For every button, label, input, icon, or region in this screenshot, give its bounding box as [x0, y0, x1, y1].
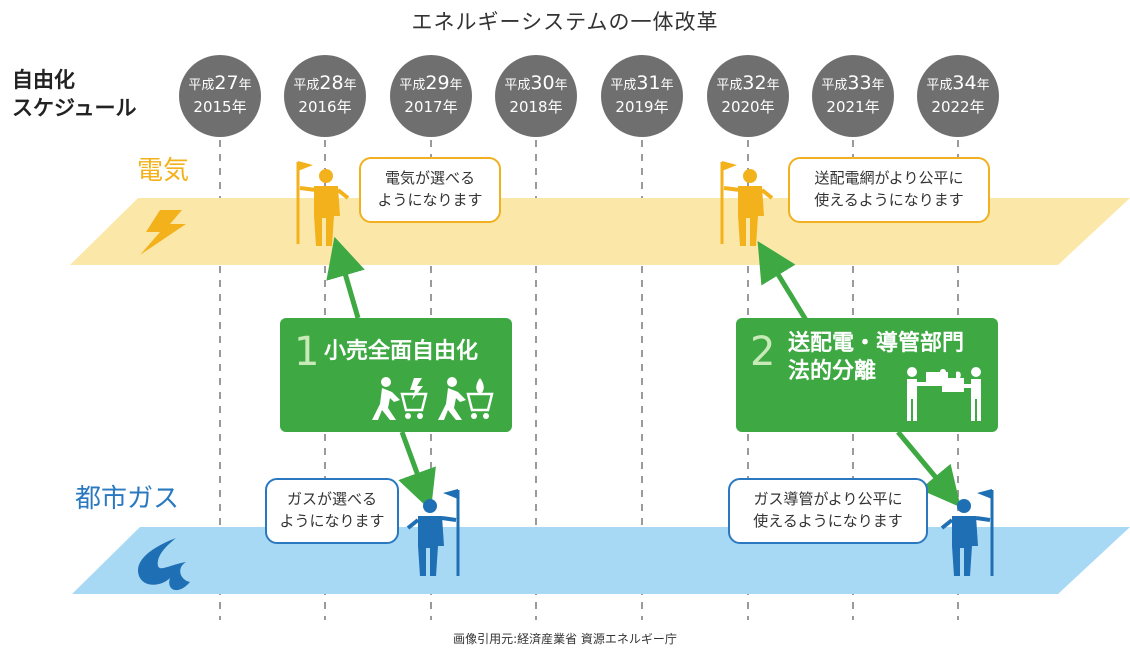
source-credit: 画像引用元:経済産業省 資源エネルギー庁: [453, 632, 677, 646]
bubble-gas-pipeline: ガス導管がより公平に 使えるようになります: [728, 478, 928, 544]
lightning-icon: [140, 210, 186, 255]
year-circle-2017: 平成29年 2017年: [390, 55, 472, 137]
bubble-electricity-grid: 送配電網がより公平に 使えるようになります: [788, 157, 990, 223]
diagram-title: エネルギーシステムの一体改革: [411, 10, 719, 34]
bubble-electricity-choice: 電気が選べる ようになります: [359, 157, 501, 223]
schedule-label: 自由化 スケジュール: [12, 68, 137, 120]
gas-label: 都市ガス: [75, 484, 180, 514]
bubble-gas-choice: ガスが選べる ようになります: [265, 478, 399, 544]
step-2-title-line1: 送配電・導管部門: [788, 331, 965, 356]
year-circle-2015: 平成27年 2015年: [179, 55, 261, 137]
year-circle-2021: 平成33年 2021年: [812, 55, 894, 137]
step-2-title-line2: 法的分離: [788, 359, 877, 384]
step-2-number: 2: [750, 329, 776, 375]
shopping-cart-icon: [372, 377, 494, 420]
year-circle-2022: 平成34年 2022年: [917, 55, 999, 137]
puzzle-icon: [907, 367, 981, 421]
step-1-title: 小売全面自由化: [324, 339, 479, 364]
electricity-label: 電気: [137, 156, 190, 186]
flag-person-icon: [406, 489, 460, 576]
flame-icon: [138, 538, 190, 591]
flag-person-icon: [720, 161, 774, 246]
year-circle-2018: 平成30年 2018年: [495, 55, 577, 137]
year-circle-2019: 平成31年 2019年: [601, 55, 683, 137]
flag-person-icon: [940, 489, 994, 576]
step-1-number: 1: [294, 329, 320, 375]
year-circle-2016: 平成28年 2016年: [284, 55, 366, 137]
flag-person-icon: [296, 161, 350, 246]
step-2-box: 2 送配電・導管部門 法的分離: [736, 318, 998, 432]
step-arrows: [326, 236, 961, 511]
step-1-box: 1 小売全面自由化: [280, 318, 512, 432]
year-circle-2020: 平成32年 2020年: [707, 55, 789, 137]
